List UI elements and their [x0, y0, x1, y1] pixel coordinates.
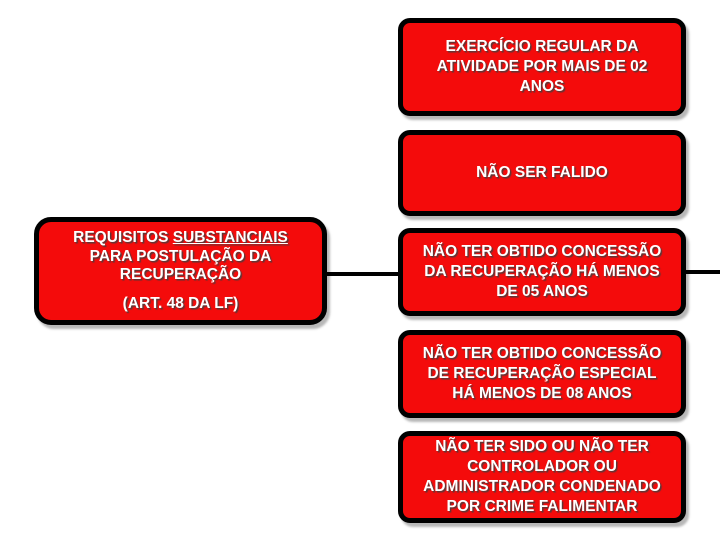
box-nao-ser-falido-text: NÃO SER FALIDO — [476, 164, 608, 181]
box-concessao-recuperacao-05-anos: NÃO TER OBTIDO CONCESSÃO DA RECUPERAÇÃO … — [398, 228, 686, 316]
connector-leftbox-to-box3 — [325, 272, 400, 276]
box-nao-ser-falido: NÃO SER FALIDO — [398, 130, 686, 216]
requisitos-substanciais-box: REQUISITOS SUBSTANCIAIS PARA POSTULAÇÃO … — [34, 217, 327, 325]
left-box-title-line: REQUISITOS SUBSTANCIAIS — [73, 229, 288, 248]
box-recuperacao-especial-08-anos: NÃO TER OBTIDO CONCESSÃO DE RECUPERAÇÃO … — [398, 330, 686, 418]
left-box-line3: RECUPERAÇÃO — [119, 266, 242, 283]
left-box-title-underlined: SUBSTANCIAIS — [172, 229, 288, 246]
box-concessao-recuperacao-05-anos-text: NÃO TER OBTIDO CONCESSÃO DA RECUPERAÇÃO … — [422, 243, 662, 300]
left-box-title-prefix: REQUISITOS — [73, 229, 169, 246]
box-recuperacao-especial-08-anos-text: NÃO TER OBTIDO CONCESSÃO DE RECUPERAÇÃO … — [422, 345, 662, 402]
left-box-line2: PARA POSTULAÇÃO DA — [89, 247, 272, 265]
box-crime-falimentar: NÃO TER SIDO OU NÃO TER CONTROLADOR OU A… — [398, 431, 686, 523]
box-exercicio-regular-text: EXERCÍCIO REGULAR DA ATIVIDADE POR MAIS … — [436, 38, 648, 95]
box-crime-falimentar-text: NÃO TER SIDO OU NÃO TER CONTROLADOR OU A… — [423, 438, 661, 515]
connector-box3-to-right-edge — [684, 270, 720, 274]
box-exercicio-regular: EXERCÍCIO REGULAR DA ATIVIDADE POR MAIS … — [398, 18, 686, 116]
left-box-footer: (ART. 48 DA LF) — [122, 294, 239, 312]
